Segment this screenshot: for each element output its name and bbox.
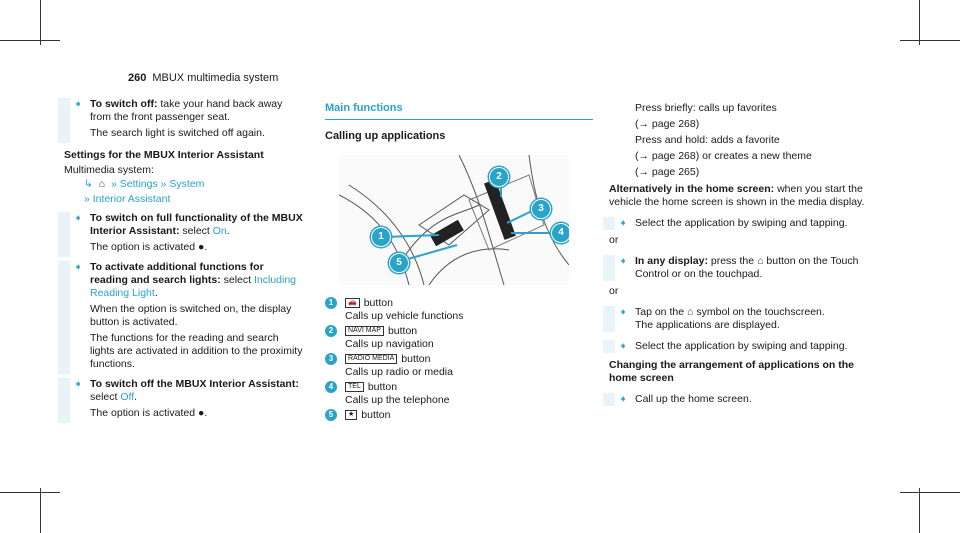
telephone-icon: TEL xyxy=(345,382,364,393)
path-return-icon: ↳ xyxy=(84,178,93,190)
crop-mark xyxy=(40,0,41,45)
step-arrow-icon: ➧ xyxy=(74,262,83,273)
step-select-app-2: ➧ Select the application by swiping and … xyxy=(603,340,879,353)
step-call-home: ➧ Call up the home screen. xyxy=(603,393,879,406)
console-drawing xyxy=(339,155,569,285)
step-arrow-icon: ➧ xyxy=(619,394,628,405)
legend: 1 🚗button Calls up vehicle functions 2 N… xyxy=(325,297,595,422)
page-number: 260 xyxy=(128,72,147,84)
legend-item-5: 5 ★button xyxy=(325,409,595,422)
step-any-display: ➧ In any display: press the⌂button on th… xyxy=(603,255,879,281)
crop-mark xyxy=(0,40,60,41)
home-icon: ⌂ xyxy=(687,306,694,318)
step-arrow-icon: ➧ xyxy=(74,213,83,224)
section-title: Main functions xyxy=(325,102,593,120)
subtitle: Calling up applications xyxy=(325,130,446,142)
page-title: MBUX multimedia system xyxy=(152,72,279,84)
step-arrow-icon: ➧ xyxy=(74,99,83,110)
chevron-icon: » xyxy=(160,178,167,190)
vehicle-icon: 🚗 xyxy=(345,298,360,309)
multimedia-label: Multimedia system: xyxy=(64,164,154,176)
crop-mark xyxy=(900,492,960,493)
favorite-info: Press briefly: calls up favorites (→ pag… xyxy=(635,102,812,178)
step-arrow-icon: ➧ xyxy=(619,256,628,267)
chevron-icon: » xyxy=(111,178,117,190)
callout-2: 2 xyxy=(489,167,509,187)
page-header: 260 MBUX multimedia system xyxy=(128,72,278,85)
callout-5: 5 xyxy=(389,253,409,273)
console-illustration: 2 3 4 1 5 xyxy=(339,155,569,285)
navi-icon: NAVI MAP xyxy=(345,326,384,337)
step-full-functionality: ➧ To switch on full functionality of the… xyxy=(58,212,304,257)
crop-mark xyxy=(919,0,920,45)
crop-mark xyxy=(919,488,920,533)
crop-mark xyxy=(0,492,60,493)
radio-media-icon: RADIO MEDIA xyxy=(345,354,398,365)
step-arrow-icon: ➧ xyxy=(74,379,83,390)
column-middle: Main functions Calling up applications xyxy=(325,102,595,424)
star-icon: ★ xyxy=(345,410,358,421)
step-select-app: ➧ Select the application by swiping and … xyxy=(603,217,879,230)
crop-mark xyxy=(40,488,41,533)
step-switch-off: ➧ To switch off: take your hand back awa… xyxy=(58,98,304,143)
step-switch-off-assistant: ➧ To switch off the MBUX Interior Assist… xyxy=(58,378,304,423)
home-icon: ⌂ xyxy=(757,255,764,267)
callout-4: 4 xyxy=(551,223,569,243)
legend-number: 1 xyxy=(325,297,337,309)
settings-heading: Settings for the MBUX Interior Assistant xyxy=(64,149,264,161)
legend-item-1: 1 🚗button Calls up vehicle functions xyxy=(325,297,595,323)
callout-1: 1 xyxy=(371,227,391,247)
step-arrow-icon: ➧ xyxy=(619,341,628,352)
column-left: ➧ To switch off: take your hand back awa… xyxy=(58,98,304,427)
menu-path: ↳ ⌂ » Settings » System » Interior Assis… xyxy=(84,178,205,205)
step-arrow-icon: ➧ xyxy=(619,218,628,229)
home-icon: ⌂ xyxy=(98,178,106,190)
column-right: Press briefly: calls up favorites (→ pag… xyxy=(603,102,879,410)
callout-3: 3 xyxy=(531,199,551,219)
crop-mark xyxy=(900,40,960,41)
change-heading: Changing the arrangement of applications… xyxy=(609,359,855,384)
step-reading-lights: ➧ To activate additional functions for r… xyxy=(58,261,304,374)
step-arrow-icon: ➧ xyxy=(619,307,628,318)
step-tap-symbol: ➧ Tap on the⌂symbol on the touchscreen.T… xyxy=(603,306,879,332)
chevron-icon: » xyxy=(84,193,90,205)
